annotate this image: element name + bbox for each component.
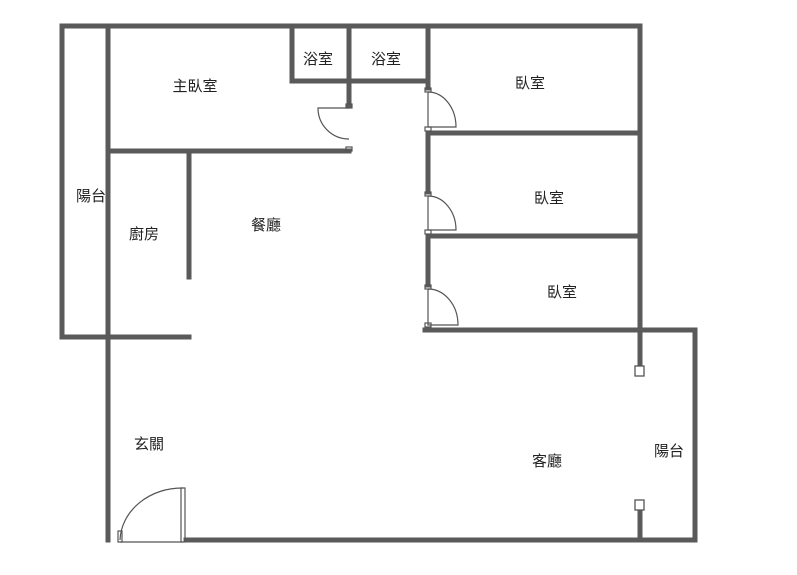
bedroom-3-door xyxy=(424,284,459,328)
bedroom-1-door xyxy=(424,87,457,132)
room-label-bathroom-1: 浴室 xyxy=(303,50,333,68)
pier-lower xyxy=(634,499,645,511)
entrance-door xyxy=(117,487,186,543)
room-label-master-bedroom: 主臥室 xyxy=(172,77,217,95)
walls xyxy=(59,23,698,543)
room-label-bedroom-2: 臥室 xyxy=(534,189,564,207)
balcony-west-wall xyxy=(59,23,192,340)
room-label-kitchen: 廚房 xyxy=(129,225,159,243)
room-label-balcony-west: 陽台 xyxy=(76,187,106,205)
room-label-balcony-east: 陽台 xyxy=(654,442,684,460)
master-bedroom-door xyxy=(317,103,353,152)
room-label-dining-room: 餐廳 xyxy=(251,216,281,234)
bedroom-2-door xyxy=(424,191,457,235)
room-label-living-room: 客廳 xyxy=(532,452,562,470)
pier-upper xyxy=(634,365,645,377)
room-label-entrance-hall: 玄關 xyxy=(134,435,164,453)
doors xyxy=(117,87,459,543)
room-label-bathroom-2: 浴室 xyxy=(371,50,401,68)
room-label-bedroom-3: 臥室 xyxy=(547,283,577,301)
room-label-bedroom-1: 臥室 xyxy=(515,74,545,92)
room-labels: 主臥室 浴室 浴室 臥室 臥室 臥室 陽台 廚房 餐廳 玄關 客廳 陽台 xyxy=(76,50,684,470)
